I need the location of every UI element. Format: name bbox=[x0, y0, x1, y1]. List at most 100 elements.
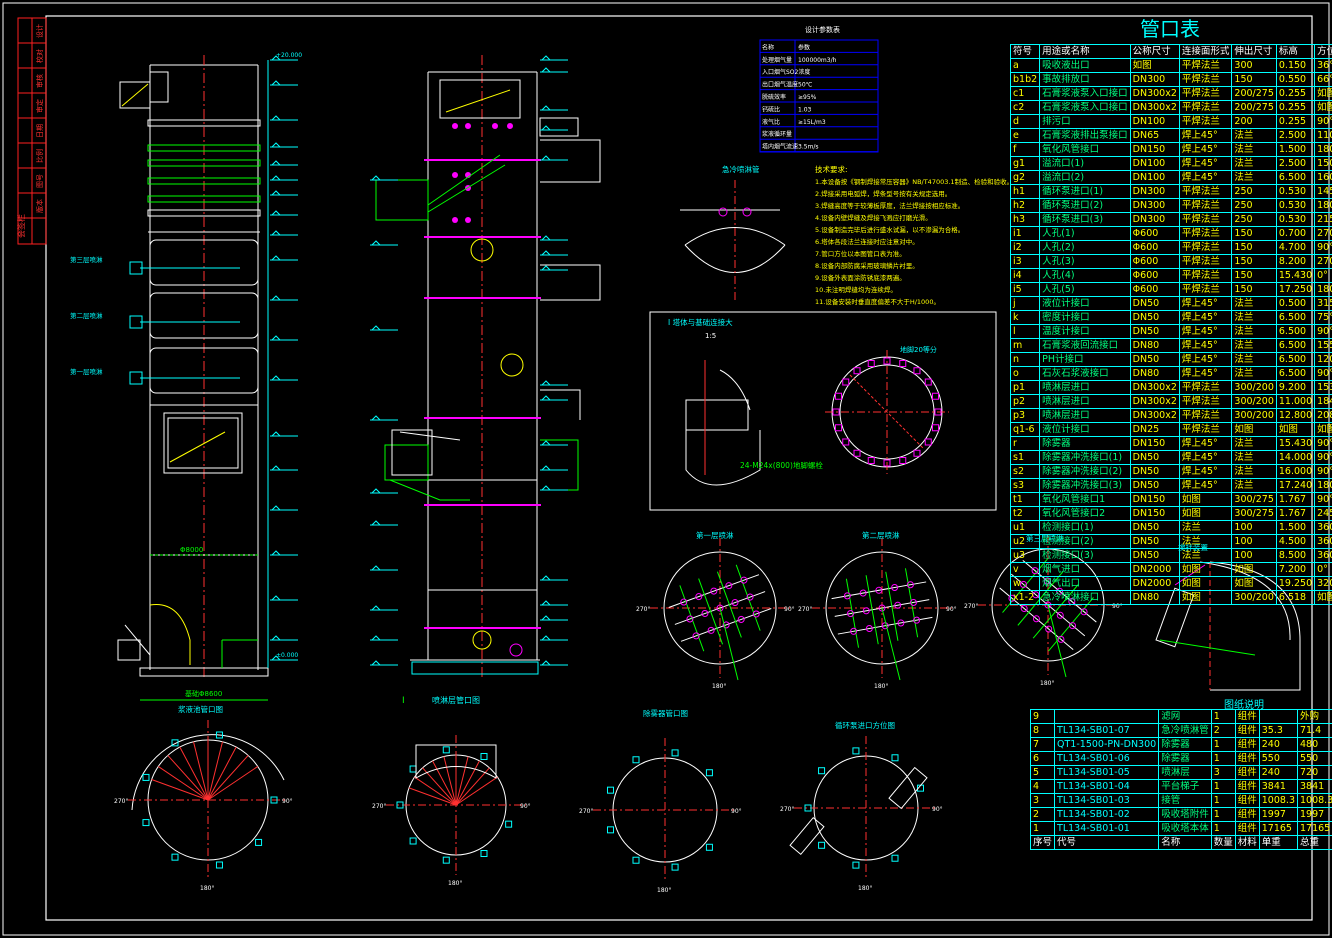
bom-cell: QT1-1500-PN-DN300 bbox=[1054, 737, 1160, 752]
nozzle-cell: 1.500 bbox=[1275, 142, 1316, 157]
nozzle-cell: 法兰 bbox=[1178, 534, 1233, 549]
nozzle-cell: 喷淋层进口 bbox=[1039, 380, 1131, 395]
bom-cell: 2 bbox=[1210, 723, 1236, 738]
nozzle-cell: 184.9° bbox=[1314, 394, 1332, 409]
nozzle-cell: 焊上45° bbox=[1178, 296, 1233, 311]
technical-notes: 1.本设备按《钢制焊接常压容器》NB/T47003.1制造、检验和验收。2.焊接… bbox=[815, 177, 1013, 306]
design-param-name: 浆液循环量 bbox=[762, 130, 792, 138]
nozzle-cell: 循环泵进口(1) bbox=[1039, 184, 1131, 199]
level-top-label: +20.000 bbox=[276, 52, 302, 59]
nozzle-cell: d bbox=[1009, 114, 1041, 129]
nozzle-cell: 6.500 bbox=[1275, 324, 1316, 339]
bom-cell: 71.4 bbox=[1296, 723, 1332, 738]
nozzle-cell: 11.000 bbox=[1275, 394, 1316, 409]
bom-cell: 组件 bbox=[1234, 821, 1260, 836]
nozzle-cell: DN150 bbox=[1129, 142, 1180, 157]
nozzle-cell: DN50 bbox=[1129, 310, 1180, 325]
nozzle-cell: 除雾器冲洗接口(2) bbox=[1039, 464, 1131, 479]
nozzle-cell: 如图 bbox=[1178, 576, 1233, 591]
nozzle-cell: 焊上45° bbox=[1178, 464, 1233, 479]
nozzle-cell: 人孔(1) bbox=[1039, 226, 1131, 241]
nozzle-cell: 270° bbox=[1314, 226, 1332, 241]
nozzle-cell: DN50 bbox=[1129, 478, 1180, 493]
bom-cell: 3 bbox=[1210, 765, 1236, 780]
design-param-value: 100000m3/h bbox=[798, 57, 837, 64]
nozzle-cell: 法兰 bbox=[1231, 352, 1277, 367]
nozzle-cell: 人孔(5) bbox=[1039, 282, 1131, 297]
nozzle-cell: 如图 bbox=[1231, 562, 1277, 577]
nozzle-cell: 法兰 bbox=[1231, 338, 1277, 353]
title-block-cell: 日期 bbox=[36, 124, 44, 138]
nozzle-cell: 喷淋层进口 bbox=[1039, 408, 1131, 423]
bom-cell: 3841 bbox=[1258, 779, 1299, 794]
bom-footer-cell: 名称 bbox=[1158, 835, 1212, 850]
nozzle-cell: 检测接口(2) bbox=[1039, 534, 1131, 549]
layer1-title: 第一层喷淋 bbox=[696, 530, 734, 540]
nozzle-cell: 焊上45° bbox=[1178, 366, 1233, 381]
nozzle-cell: 300/200 bbox=[1231, 394, 1277, 409]
nozzle-cell: 150° bbox=[1314, 156, 1332, 171]
nozzle-cell: p3 bbox=[1009, 408, 1041, 423]
nozzle-cell: 0° bbox=[1314, 268, 1332, 283]
angle-label: 270° bbox=[798, 606, 812, 613]
nozzle-cell: 法兰 bbox=[1231, 478, 1277, 493]
nozzle-cell: t2 bbox=[1009, 506, 1041, 521]
nozzle-cell: 平焊法兰 bbox=[1178, 282, 1233, 297]
nozzle-cell: 平焊法兰 bbox=[1178, 100, 1233, 115]
nozzle-cell: Φ600 bbox=[1129, 282, 1180, 297]
nozzle-cell: s3 bbox=[1009, 478, 1041, 493]
nozzle-cell: x1-2 bbox=[1009, 590, 1041, 605]
nozzle-cell: 烟气进口 bbox=[1039, 562, 1131, 577]
nozzle-cell: v bbox=[1009, 562, 1041, 577]
bom-cell: TL134-SB01-02 bbox=[1054, 807, 1160, 822]
nozzle-cell: 8.500 bbox=[1275, 548, 1316, 563]
design-data-title: 设计参数表 bbox=[805, 25, 840, 34]
nozzle-cell: 16.000 bbox=[1275, 464, 1316, 479]
detail-scale: 1:5 bbox=[705, 332, 716, 340]
nozzle-cell: 100 bbox=[1231, 520, 1277, 535]
title-block-cell: 图号 bbox=[36, 174, 44, 188]
nozzle-cell: 300/200 bbox=[1231, 408, 1277, 423]
nozzle-cell: 300/275 bbox=[1231, 492, 1277, 507]
nozzle-cell: 6.500 bbox=[1275, 352, 1316, 367]
nozzle-cell: s2 bbox=[1009, 464, 1041, 479]
angle-label: 180° bbox=[657, 887, 671, 894]
nozzle-cell: Φ600 bbox=[1129, 226, 1180, 241]
bom-cell: 7 bbox=[1029, 737, 1056, 752]
nozzle-cell: 90° bbox=[1314, 366, 1332, 381]
bom-cell: 1 bbox=[1210, 793, 1236, 808]
nozzle-cell: 17.250 bbox=[1275, 282, 1316, 297]
nozzle-cell: i2 bbox=[1009, 240, 1041, 255]
plan-title-1: 浆液池管口图 bbox=[178, 704, 223, 714]
angle-label: 90° bbox=[946, 606, 957, 613]
nozzle-cell: 平焊法兰 bbox=[1178, 184, 1233, 199]
bom-cell: 550 bbox=[1296, 751, 1332, 766]
nozzle-cell: 75° bbox=[1314, 310, 1332, 325]
level-zero-label: ±0.000 bbox=[276, 652, 298, 659]
nozzle-cell: 法兰 bbox=[1231, 170, 1277, 185]
nozzle-cell: 焊上45° bbox=[1178, 450, 1233, 465]
plan-title-3: 循环泵进口方位图 bbox=[835, 720, 895, 730]
nozzle-cell: 如图 bbox=[1178, 590, 1233, 605]
angle-label: 90° bbox=[282, 798, 293, 805]
nozzle-cell: 90° bbox=[1314, 450, 1332, 465]
nozzle-cell: 如图 bbox=[1129, 58, 1180, 73]
left-tower-levels: +20.000 ±0.000 bbox=[270, 52, 302, 661]
nozzle-cell: DN150 bbox=[1129, 492, 1180, 507]
nozzle-cell: 0° bbox=[1314, 562, 1332, 577]
nozzle-cell: 焊上45° bbox=[1178, 338, 1233, 353]
nozzle-cell: 法兰 bbox=[1231, 156, 1277, 171]
